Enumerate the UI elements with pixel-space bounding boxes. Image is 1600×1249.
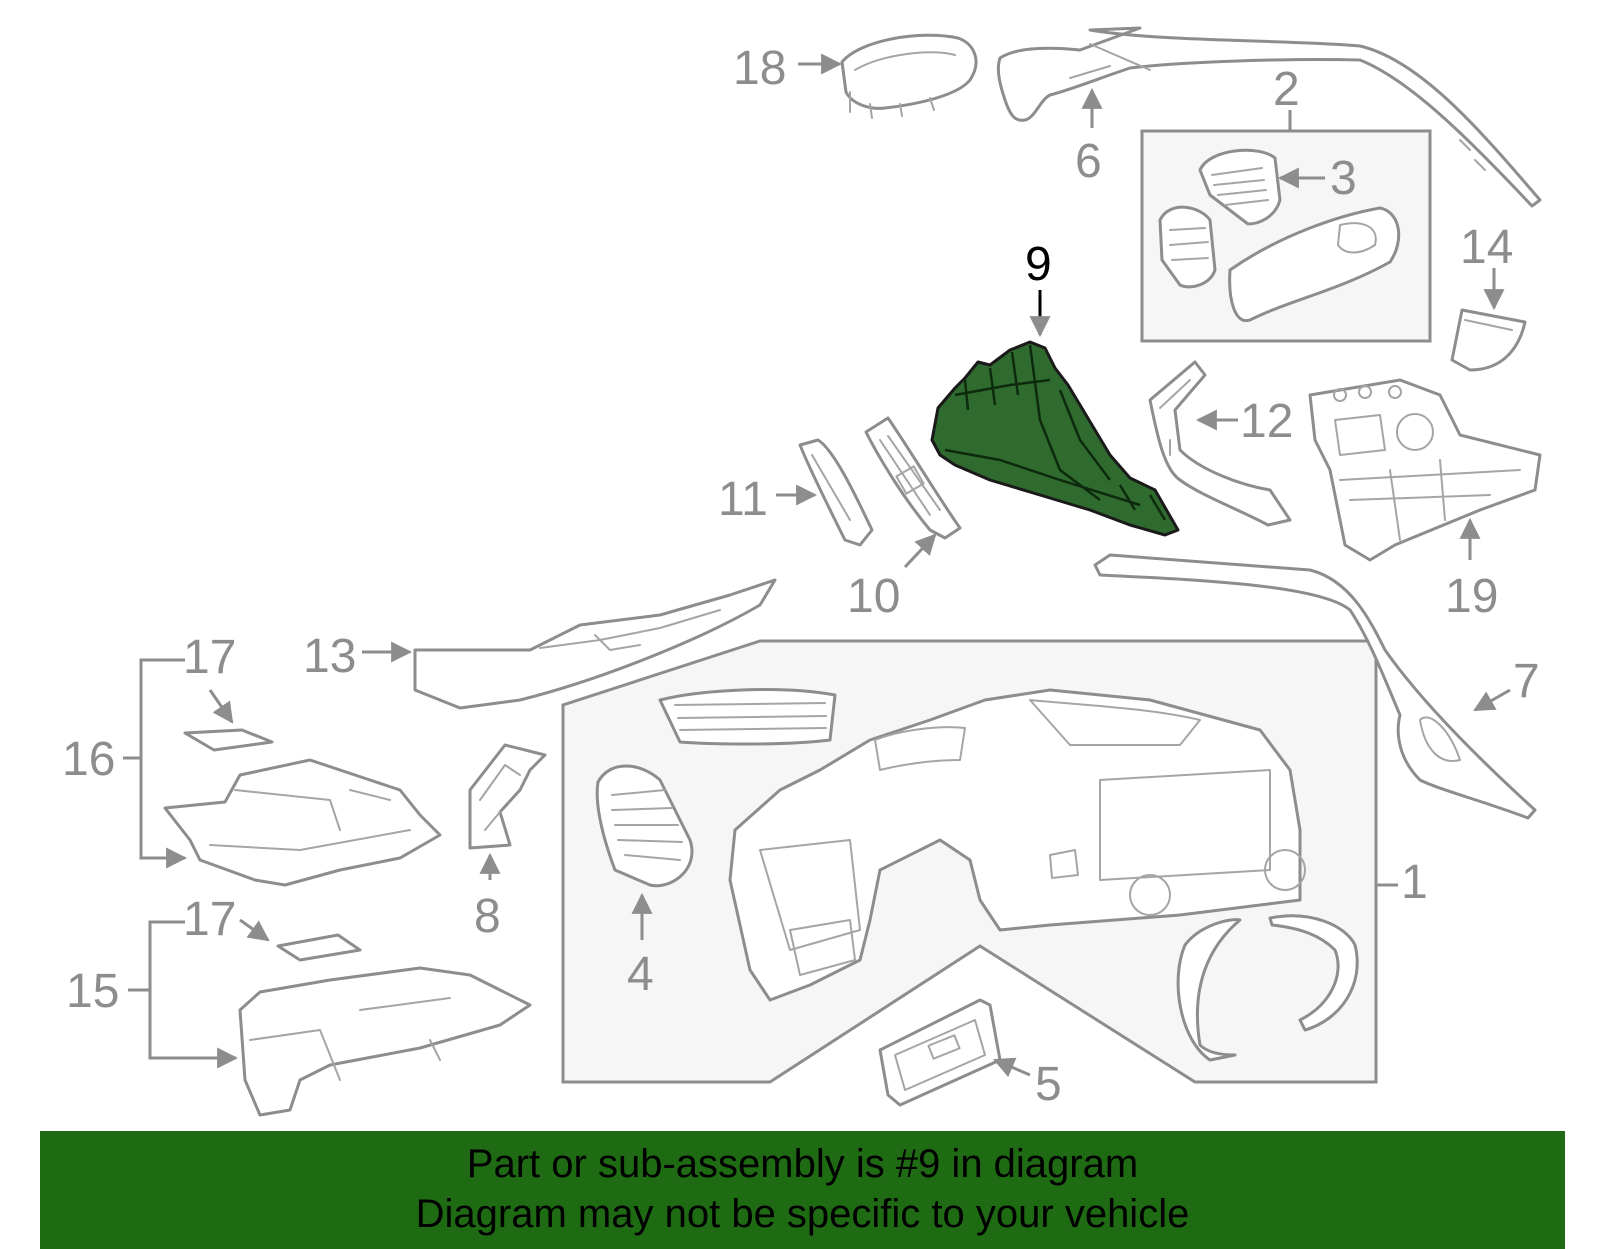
leader-10 xyxy=(903,533,937,569)
part-9-highlighted-trim xyxy=(930,340,1180,537)
label-18: 18 xyxy=(733,42,786,95)
part-5-control-panel xyxy=(878,998,1002,1107)
label-11: 11 xyxy=(718,473,768,526)
leader-17b xyxy=(239,918,270,942)
leader-7 xyxy=(1473,688,1511,712)
label-8: 8 xyxy=(474,890,501,943)
label-7: 7 xyxy=(1513,655,1540,708)
label-10: 10 xyxy=(847,570,900,623)
label-2: 2 xyxy=(1273,63,1300,116)
label-12: 12 xyxy=(1240,395,1293,448)
banner-line-1: Part or sub-assembly is #9 in diagram xyxy=(466,1142,1139,1186)
label-4: 4 xyxy=(627,948,654,1001)
label-14: 14 xyxy=(1460,221,1513,274)
part-1-instrument-panel xyxy=(658,688,1359,1062)
label-15: 15 xyxy=(66,965,119,1018)
part-17-pad-upper xyxy=(183,728,274,752)
leader-17a xyxy=(208,689,234,724)
label-5: 5 xyxy=(1035,1058,1062,1111)
label-9: 9 xyxy=(1025,238,1052,291)
part-2-outer-vent-and-trim xyxy=(1158,205,1401,323)
part-17-pad-lower xyxy=(276,933,362,962)
part-11-trim-strip xyxy=(798,438,874,547)
label-3: 3 xyxy=(1330,152,1357,205)
bracket-16 xyxy=(139,658,188,869)
label-6: 6 xyxy=(1075,135,1102,188)
part-6-upper-trim xyxy=(996,26,1542,208)
part-7-side-trim xyxy=(1093,553,1537,820)
part-10-switch-panel xyxy=(864,416,962,540)
label-17a: 17 xyxy=(183,631,236,684)
label-17b: 17 xyxy=(183,893,236,946)
leader-5 xyxy=(993,1057,1031,1078)
part-3-air-vent xyxy=(1198,148,1282,226)
part-18-airbag-module xyxy=(840,33,978,119)
notice-banner: Part or sub-assembly is #9 in diagram Di… xyxy=(40,1131,1565,1249)
part-8-bracket xyxy=(468,743,547,850)
part-4-side-vent xyxy=(595,764,694,888)
label-13: 13 xyxy=(303,630,356,683)
part-16-lower-panel xyxy=(163,758,442,887)
part-12-duct xyxy=(1148,360,1292,527)
label-16: 16 xyxy=(62,733,115,786)
part-19-support-bracket xyxy=(1308,378,1542,562)
part-15-knee-panel xyxy=(238,966,532,1117)
label-19: 19 xyxy=(1445,570,1498,623)
part-13-lower-trim xyxy=(413,578,777,710)
banner-line-2: Diagram may not be specific to your vehi… xyxy=(415,1192,1190,1236)
label-1: 1 xyxy=(1401,856,1428,909)
part-14-end-cap xyxy=(1450,308,1527,372)
